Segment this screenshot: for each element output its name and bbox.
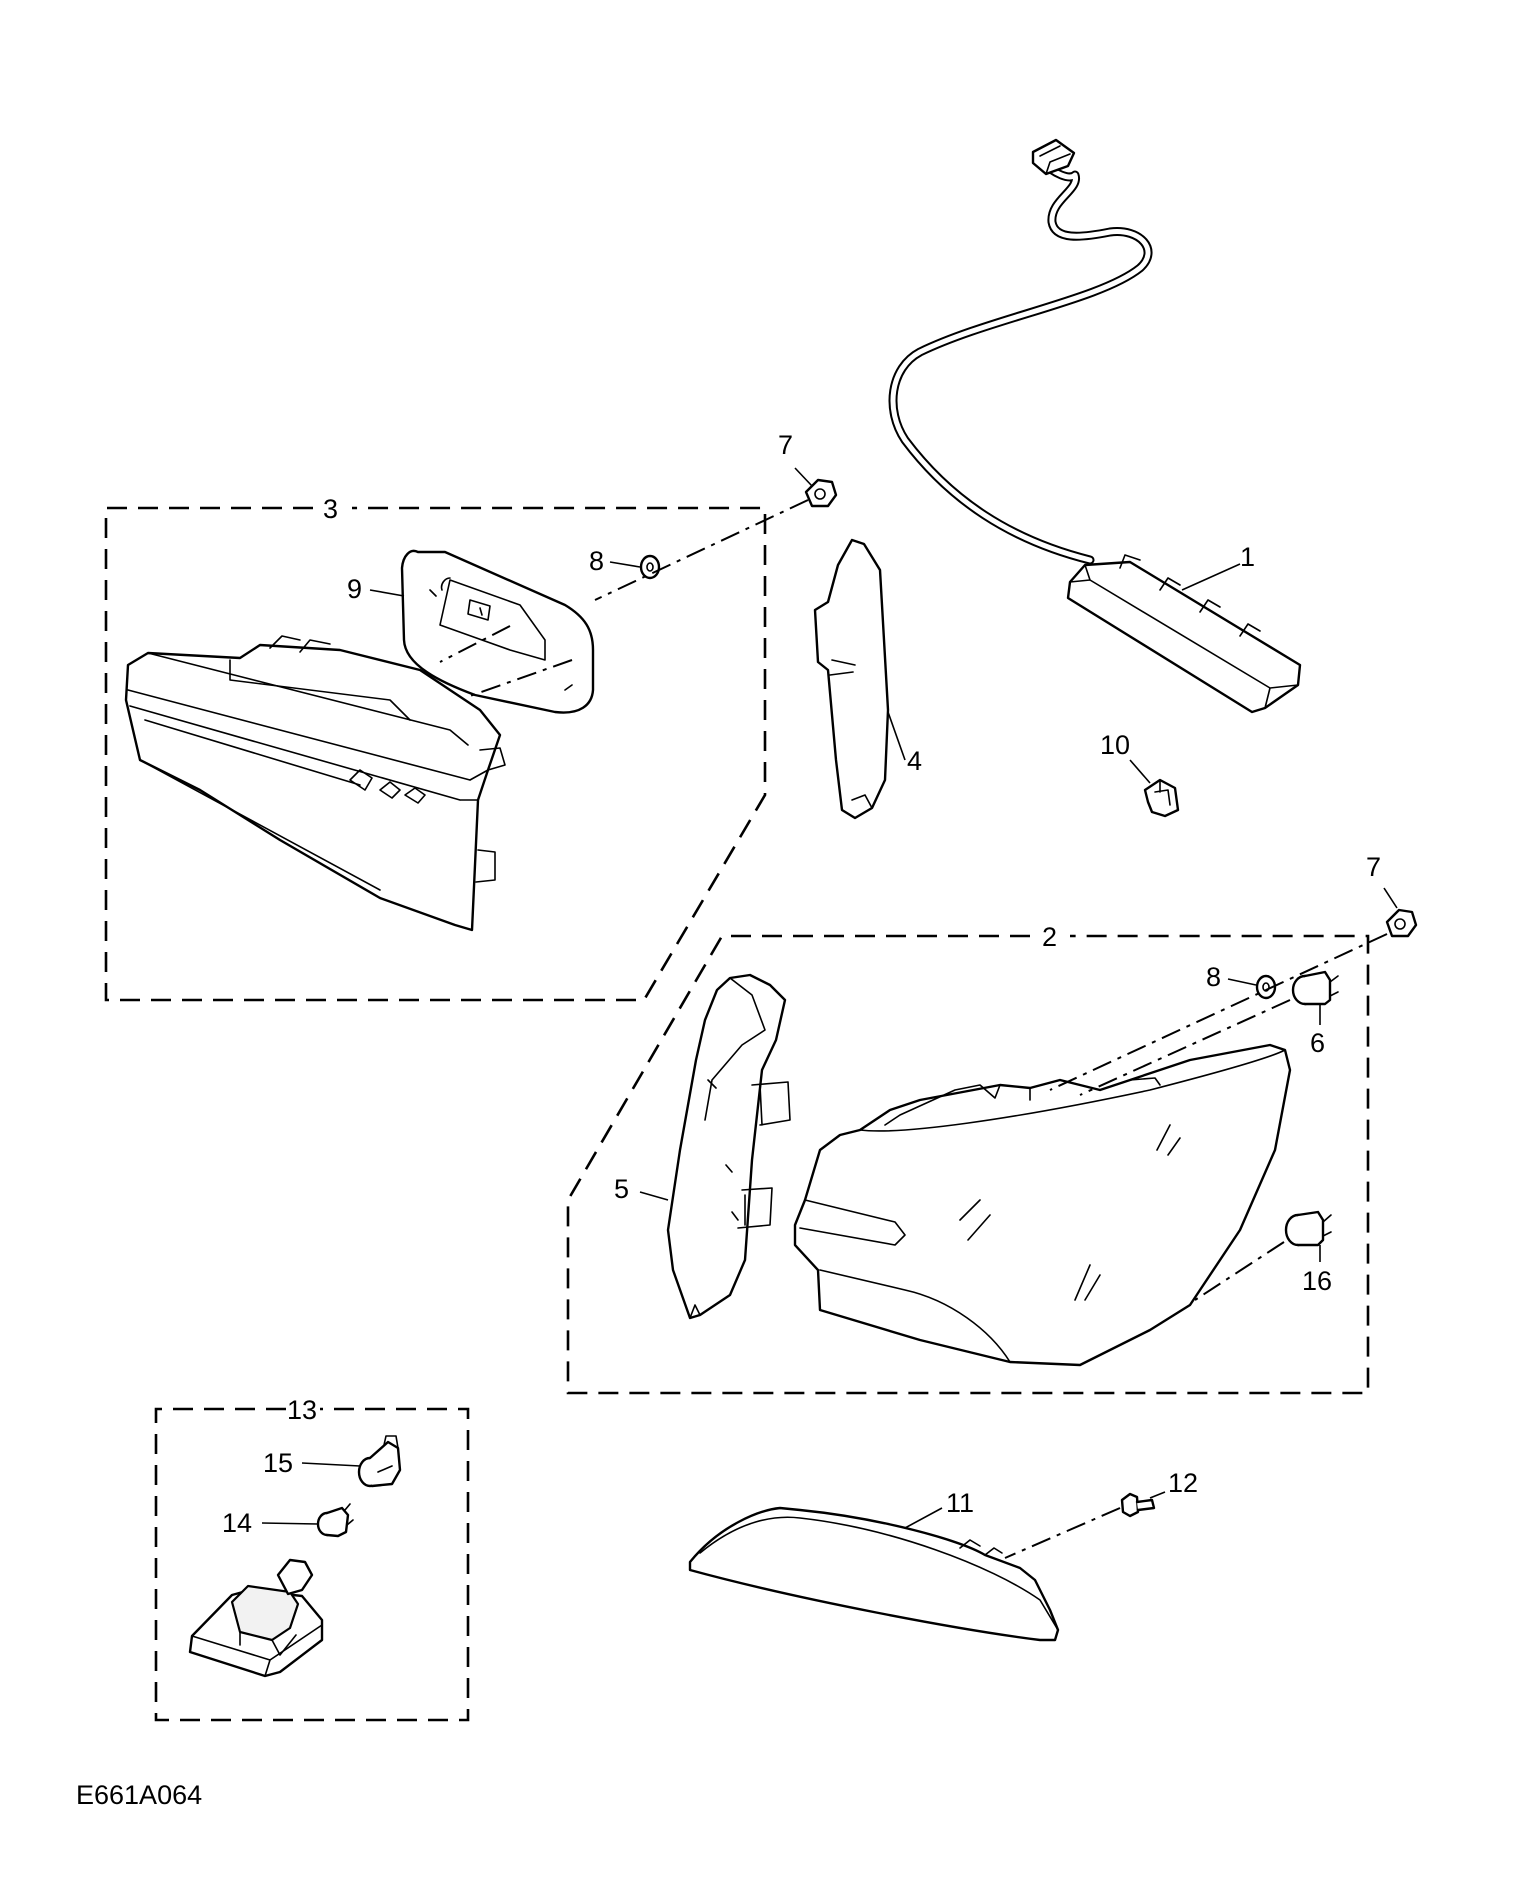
grommet-7-lower: [1385, 908, 1418, 938]
trim-seal: [813, 538, 890, 820]
leader-1: [1181, 563, 1241, 591]
callout-6: 6: [1310, 1028, 1325, 1058]
lower-reflector-lamp: [688, 1506, 1060, 1642]
group-box-13: [154, 1407, 470, 1722]
leader-7-lower: [1383, 887, 1398, 909]
clip: [1143, 778, 1180, 818]
callout-2: 2: [1042, 922, 1057, 952]
leader-12: [1149, 1491, 1166, 1499]
leader-4: [887, 711, 906, 761]
assembly-line-16: [1194, 1241, 1285, 1301]
washer-8-lower: [1255, 974, 1277, 1000]
callout-16: 16: [1302, 1266, 1332, 1296]
high-mounted-stop-lamp: [888, 138, 1302, 714]
bulb-16: [1284, 1210, 1332, 1247]
assembly-line-7-upper: [594, 499, 809, 601]
assembly-line-7-lower: [1049, 933, 1388, 1091]
grommet-7-upper: [804, 478, 838, 508]
callout-13: 13: [287, 1395, 317, 1425]
callout-7-lower: 7: [1366, 852, 1381, 882]
callout-7-upper: 7: [778, 430, 793, 460]
callout-4: 4: [907, 746, 922, 776]
assembly-line-9-inner-a: [439, 625, 511, 663]
outer-trim-panel: [666, 973, 791, 1320]
callout-8-lower: 8: [1206, 962, 1221, 992]
screw: [1120, 1492, 1156, 1518]
leader-15: [301, 1462, 361, 1467]
callout-5: 5: [614, 1174, 629, 1204]
assembly-line-6: [1079, 999, 1291, 1096]
diagram-code: E661A064: [76, 1780, 202, 1810]
leader-10: [1129, 759, 1151, 784]
callout-8-upper: 8: [589, 546, 604, 576]
leader-8-lower: [1227, 978, 1257, 986]
callout-12: 12: [1168, 1468, 1198, 1498]
callout-3: 3: [323, 494, 338, 524]
callout-11: 11: [946, 1488, 974, 1518]
group-box-2: [566, 934, 1370, 1395]
callout-10: 10: [1100, 730, 1130, 760]
leader-5: [639, 1191, 669, 1201]
leader-9: [369, 589, 405, 597]
licence-plate-lamp: [188, 1558, 324, 1678]
leader-11: [904, 1507, 943, 1529]
leader-8-upper: [609, 561, 641, 568]
bulb-15: [357, 1435, 402, 1488]
callout-1: 1: [1240, 542, 1255, 572]
bulb-6: [1291, 970, 1339, 1006]
washer-8-upper: [639, 554, 661, 580]
bulb-14: [316, 1503, 354, 1538]
leader-7-upper: [794, 467, 813, 487]
outer-tail-lamp: [793, 1043, 1292, 1367]
callout-9: 9: [347, 574, 362, 604]
assembly-line-9-inner-b: [469, 659, 573, 697]
assembly-line-12: [1004, 1507, 1121, 1559]
leader-14: [261, 1522, 319, 1525]
inner-tail-lamp: [124, 635, 506, 932]
callout-15: 15: [263, 1448, 293, 1478]
callout-14: 14: [222, 1508, 252, 1538]
